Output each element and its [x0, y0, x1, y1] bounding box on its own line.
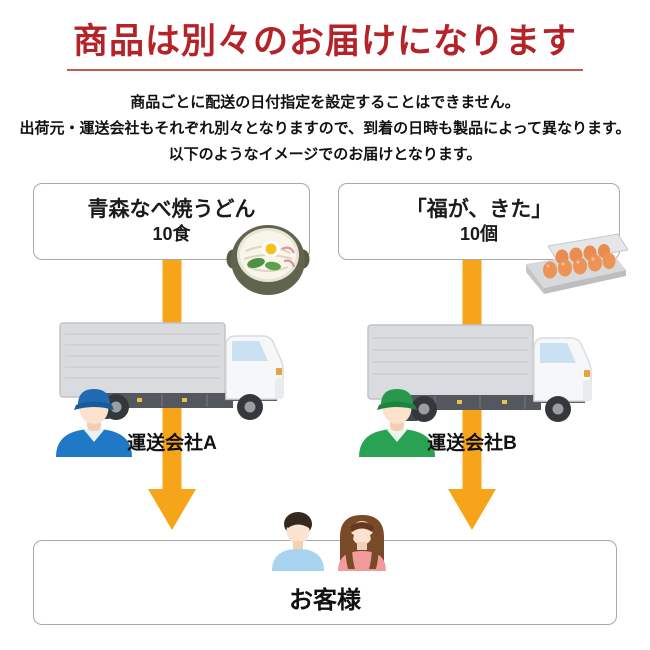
- delivery-truck-icon: [367, 324, 592, 422]
- carrier-label-b: 運送会社B: [427, 433, 517, 454]
- page-title: 商品は別々のお届けになります: [66, 22, 583, 72]
- egg-carton-icon: [526, 233, 628, 294]
- product-box-udon: 青森なべ焼うどん 10食: [33, 183, 310, 260]
- driver-blue-icon: [56, 389, 132, 457]
- description: 商品ごとに配送の日付指定を設定することはできません。 出荷元・運送会社もそれぞれ…: [0, 90, 650, 168]
- description-line-1: 商品ごとに配送の日付指定を設定することはできません。: [130, 94, 520, 111]
- product-quantity: 10食: [152, 224, 191, 245]
- title-wrap: 商品は別々のお届けになります: [0, 22, 650, 72]
- udon-hotpot-icon: [226, 225, 310, 295]
- delivery-truck-icon: [59, 322, 284, 420]
- couple-icon: [272, 512, 386, 571]
- carrier-label-a: 運送会社A: [127, 433, 217, 454]
- customer-label: お客様: [289, 587, 361, 614]
- product-name: 青森なべ焼うどん: [87, 198, 256, 222]
- driver-green-icon: [359, 389, 435, 457]
- product-name: 「福が、きた」: [405, 198, 553, 222]
- product-quantity: 10個: [459, 224, 499, 245]
- description-line-3: 以下のようなイメージでのお届けとなります。: [168, 146, 482, 163]
- description-line-2: 出荷元・運送会社もそれぞれ別々となりますので、到着の日時も製品によって異なります…: [19, 120, 631, 137]
- customer-box: [33, 540, 617, 625]
